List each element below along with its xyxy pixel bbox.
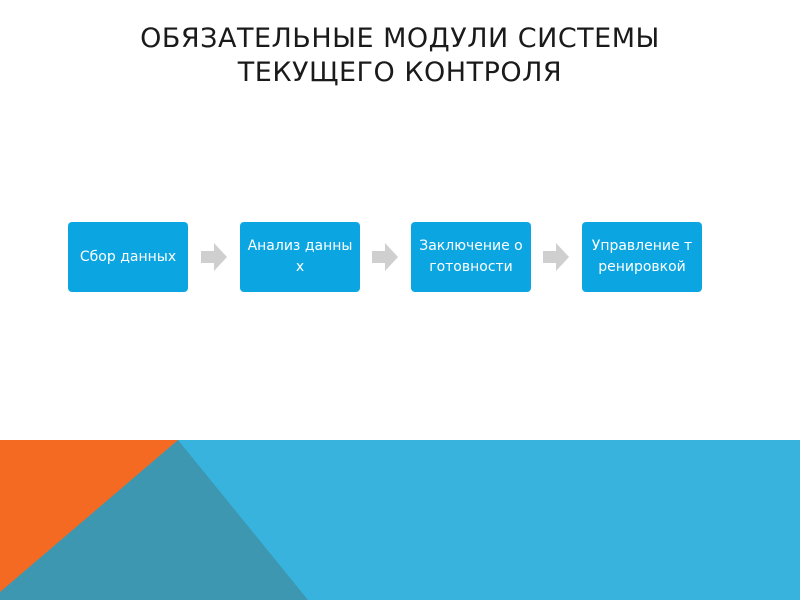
step-label: Анализ данных xyxy=(247,238,353,275)
arrow-right-icon xyxy=(372,243,398,271)
footer-band-orange-triangle xyxy=(0,440,178,592)
step-box-data-collection: Сбор данных xyxy=(68,222,188,292)
step-label: Заключение о готовности xyxy=(419,238,523,275)
slide-title-line-1: ОБЯЗАТЕЛЬНЫЕ МОДУЛИ СИСТЕМЫ xyxy=(140,23,660,54)
arrow-right-icon xyxy=(201,243,227,271)
step-label: Сбор данных xyxy=(79,248,177,265)
step-box-data-analysis: Анализ данных xyxy=(240,222,360,292)
slide-title-line-2: ТЕКУЩЕГО КОНТРОЛЯ xyxy=(237,57,563,88)
step-label: Управление тренировкой xyxy=(591,238,693,275)
decorative-footer-band xyxy=(0,440,800,600)
step-box-training-management: Управление тренировкой xyxy=(582,222,702,292)
step-box-readiness-conclusion: Заключение о готовности xyxy=(411,222,531,292)
slide-title: ОБЯЗАТЕЛЬНЫЕ МОДУЛИ СИСТЕМЫ ТЕКУЩЕГО КОН… xyxy=(0,22,800,90)
arrow-right-icon xyxy=(543,243,569,271)
